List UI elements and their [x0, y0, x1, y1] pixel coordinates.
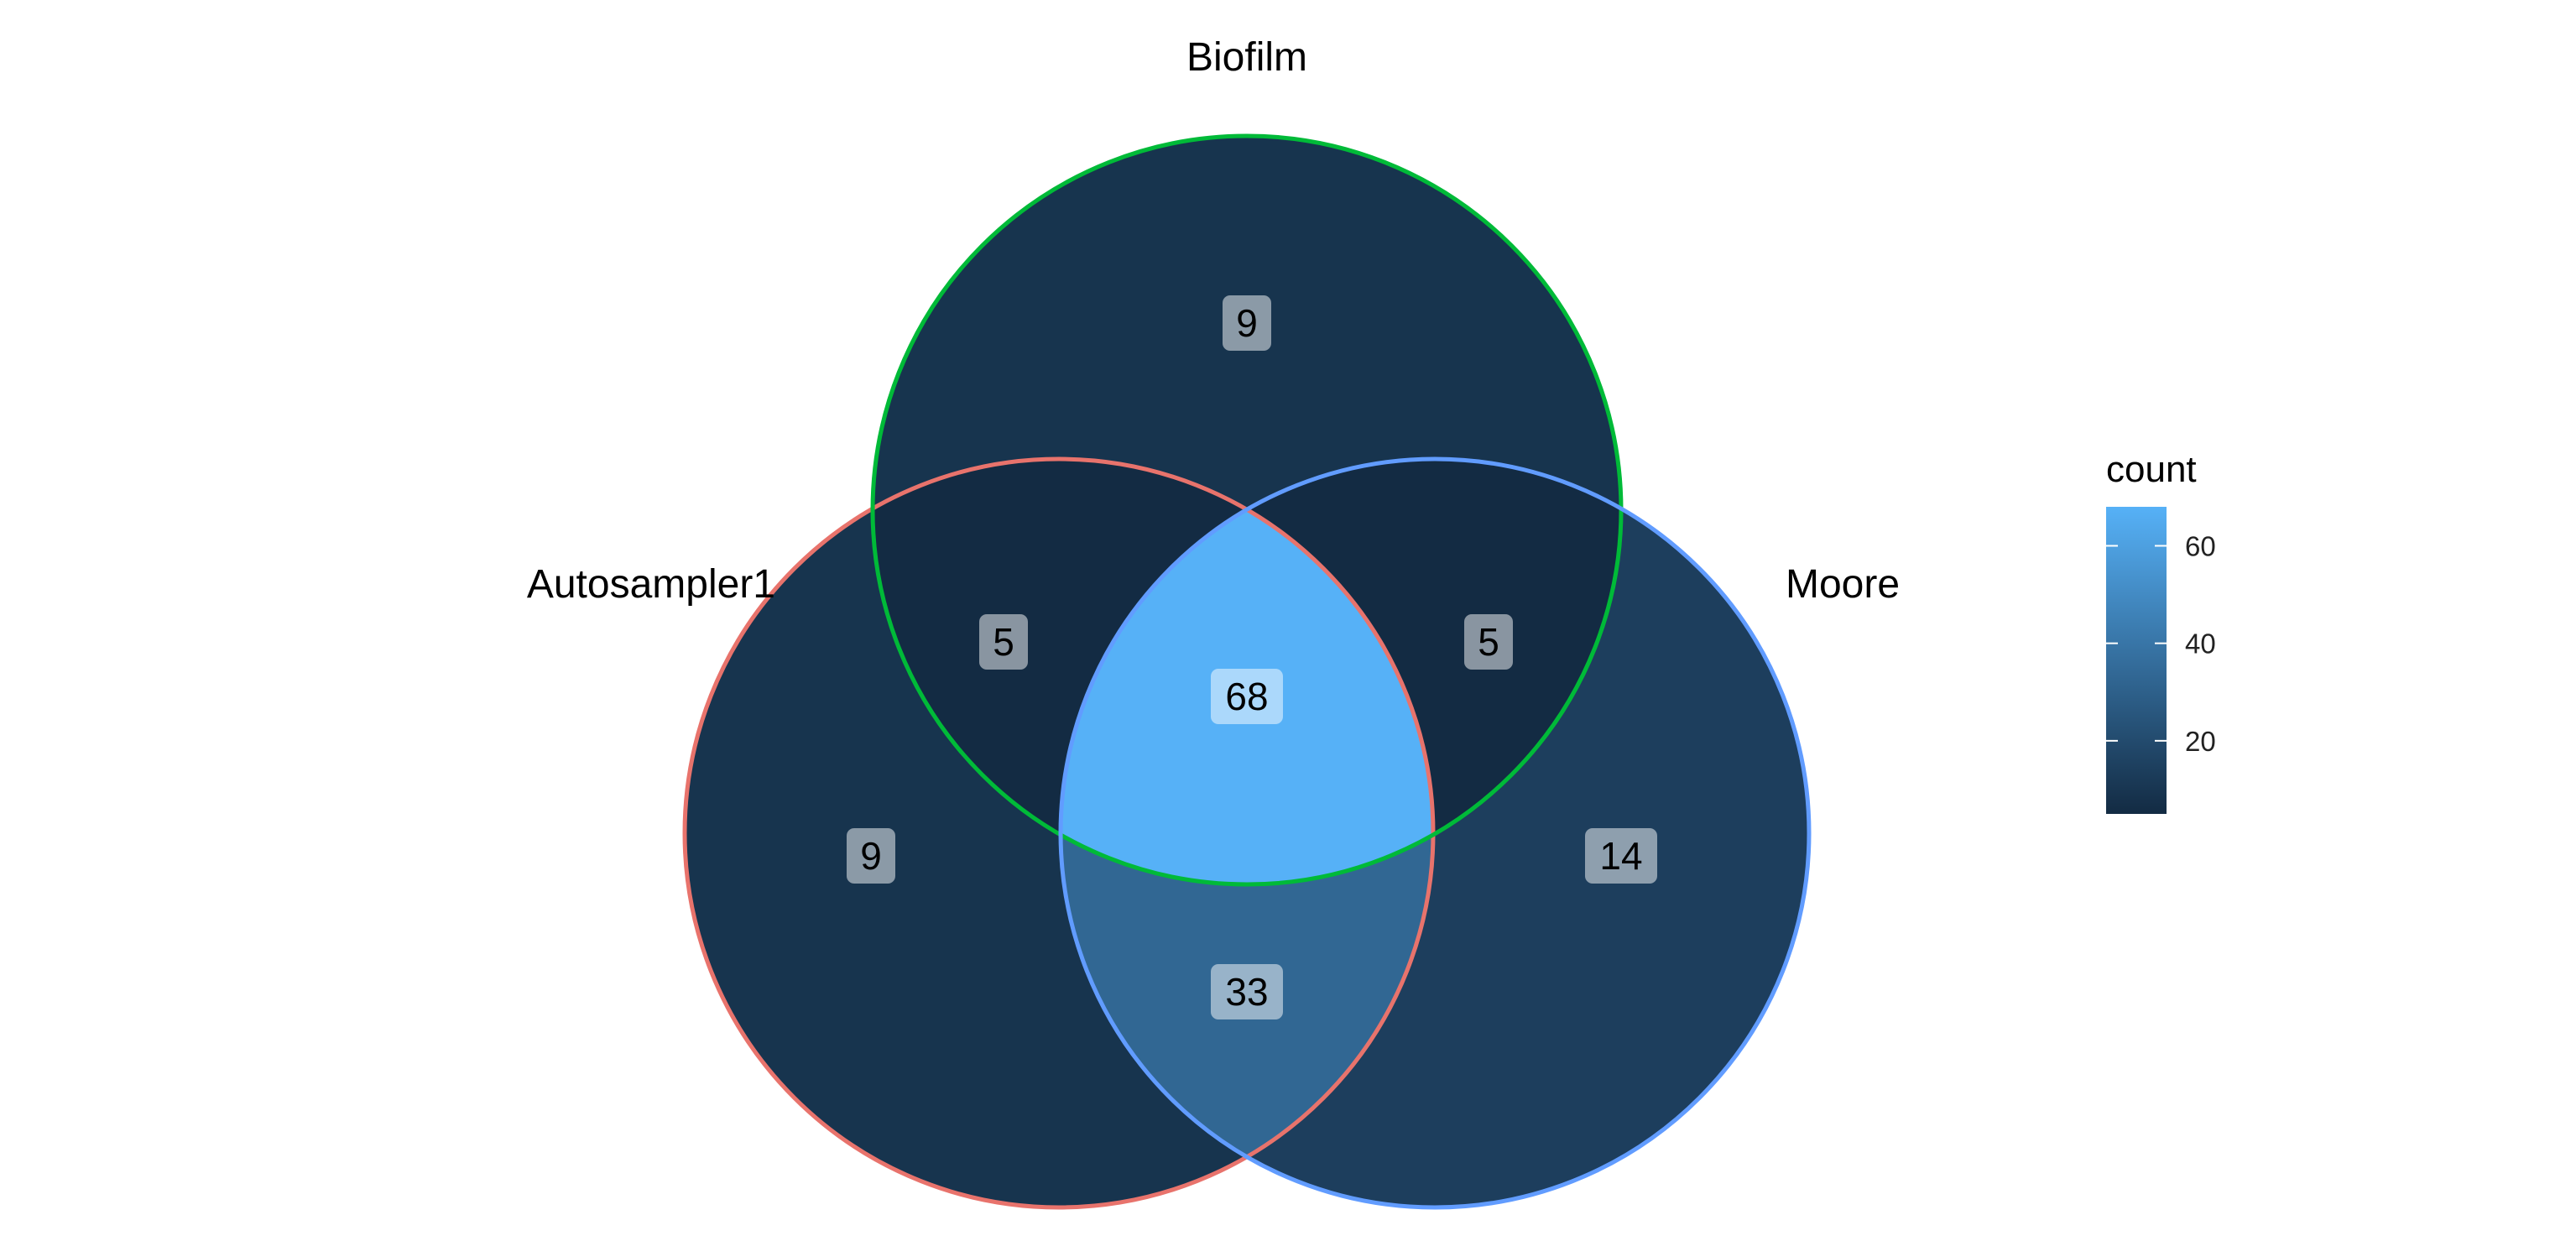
legend-tick-label-60: 60: [2185, 530, 2216, 561]
count-label-box: [979, 614, 1028, 670]
count-label-text: 9: [1236, 301, 1258, 345]
count-label-b: 9: [1223, 295, 1271, 351]
legend-tick-label-40: 40: [2185, 628, 2216, 660]
venn-outlines: [682, 133, 1812, 1210]
count-label-box: [1585, 828, 1657, 884]
region-a-b-m: [1061, 459, 1433, 884]
count-label-a-b-m: 68: [1211, 669, 1283, 724]
count-label-text: 14: [1599, 834, 1642, 878]
count-label-text: 5: [993, 620, 1014, 664]
count-label-a-m: 33: [1211, 964, 1283, 1019]
count-label-text: 33: [1225, 970, 1268, 1014]
set-outline-moore: [1058, 456, 1812, 1210]
venn-count-labels: 9 9 14 5 5 33 68: [847, 295, 1657, 1019]
legend-title: count: [2106, 449, 2197, 490]
legend-colorbar: [2106, 507, 2167, 814]
count-label-box: [847, 828, 895, 884]
count-label-a: 9: [847, 828, 895, 884]
count-label-box: [1464, 614, 1513, 670]
legend-ticks: 20 40 60: [2106, 530, 2216, 757]
set-label-autosampler1: Autosampler1: [527, 562, 775, 607]
count-label-box: [1211, 669, 1283, 724]
set-label-moore: Moore: [1786, 562, 1900, 607]
count-label-b-m: 5: [1464, 614, 1513, 670]
count-label-text: 68: [1225, 675, 1268, 718]
count-label-box: [1223, 295, 1271, 351]
count-label-text: 5: [1478, 620, 1499, 664]
count-label-text: 9: [860, 834, 882, 878]
count-label-box: [1211, 964, 1283, 1019]
legend-tick-label-20: 20: [2185, 726, 2216, 757]
set-label-biofilm: Biofilm: [1186, 35, 1307, 80]
count-label-a-b: 5: [979, 614, 1028, 670]
color-legend: count 20 40 60: [2106, 449, 2216, 814]
count-label-m: 14: [1585, 828, 1657, 884]
